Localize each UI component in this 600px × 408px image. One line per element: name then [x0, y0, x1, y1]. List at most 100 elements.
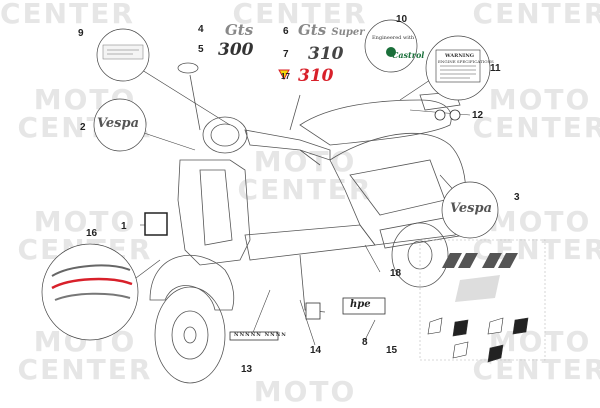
badge-decal-1: [144, 212, 168, 236]
callout-10: 10: [396, 14, 408, 25]
headlight-lens: [210, 123, 240, 147]
flag-decal-15: [487, 344, 504, 363]
watermark-text: MOTO: [488, 83, 592, 116]
handlebar: [244, 129, 331, 161]
front-hub: [183, 326, 197, 344]
stripe-decal-16-red: [51, 277, 133, 290]
floorboard: [244, 224, 376, 261]
headlight: [202, 116, 248, 154]
leader-line-10-11: [399, 79, 431, 101]
model-decal-7: 310: [308, 44, 344, 64]
callout-12: 12: [472, 110, 484, 121]
detail-circle-2: [93, 98, 147, 152]
round-decal-12a: [434, 109, 446, 121]
graphic-stripe: [498, 253, 518, 268]
callout-6: 6: [283, 26, 289, 37]
graphic-stripe: [442, 253, 462, 268]
leader-line-18: [364, 244, 381, 273]
watermark: CENTER: [470, 0, 600, 28]
hpe-text: hpe: [350, 299, 371, 310]
round-decal-12b: [449, 109, 461, 121]
callout-1: 1: [121, 221, 127, 232]
watermark: MOTO CENTER: [10, 208, 160, 264]
highlight-marker-17: [278, 69, 290, 81]
front-wheel: [154, 286, 226, 384]
flag-decal-15: [452, 319, 469, 337]
castrol-tag: Engineered with: [372, 35, 415, 41]
stripe-decal-16: [51, 264, 131, 277]
right-mirror: [289, 94, 301, 131]
watermark: MOTO CENTER: [230, 148, 380, 204]
watermark-text: CENTER: [17, 353, 153, 386]
callout-7: 7: [283, 49, 289, 60]
watermark: MOTO CENTER: [470, 86, 600, 142]
watermark: CENTER: [225, 0, 375, 28]
strip-text-13: NNNNN NNNN: [234, 332, 287, 338]
callout-13: 13: [241, 364, 253, 375]
watermark-text: CENTER: [237, 173, 373, 206]
flag-decal-15: [512, 317, 529, 335]
small-decal-14: [305, 302, 321, 320]
warning-sub: ENGINE SPECIFICATIONS: [438, 59, 494, 64]
flag-decal-15: [487, 317, 504, 335]
watermark-text: CENTER: [472, 111, 600, 144]
callout-14: 14: [310, 345, 322, 356]
strip-decal-13: [229, 331, 279, 341]
callout-5: 5: [198, 44, 204, 55]
handlebar-grip: [299, 149, 321, 166]
callout-17: 17: [281, 72, 290, 81]
graphic-panel: [455, 275, 500, 302]
detail-circle-3: [441, 181, 499, 239]
leader-line-14: [299, 299, 316, 346]
callout-3: 3: [514, 192, 520, 203]
horn-cover: [199, 169, 233, 246]
watermark-text: MOTO: [253, 145, 357, 178]
flag-decal-15: [452, 341, 469, 359]
leader-line-8: [364, 319, 376, 341]
callout-9: 9: [78, 28, 84, 39]
watermark-text: CENTER: [232, 0, 368, 30]
gts-text: Gts: [298, 21, 327, 39]
stripe-decal-16: [54, 292, 131, 301]
front-fender: [149, 255, 235, 311]
castrol-logo: [386, 47, 396, 57]
flag-decal-15: [427, 317, 443, 335]
watermark-text: MOTO: [488, 325, 592, 358]
callout-11: 11: [490, 63, 501, 74]
hpe-decal: [342, 297, 386, 315]
model-decal-17: 310: [298, 66, 334, 86]
super-text: Super: [331, 27, 365, 38]
vespa-decal-3: Vespa: [450, 201, 492, 216]
graphic-panel-18: [419, 239, 546, 361]
left-mirror-head: [177, 62, 199, 74]
gts-decal-4: Gts: [225, 21, 254, 39]
callout-8: 8: [362, 337, 368, 348]
detail-circle-16: [41, 243, 139, 341]
model-decal-5: 300: [218, 40, 254, 60]
watermark-text: MOTO: [33, 205, 137, 238]
detail-circle-10: [364, 19, 418, 73]
callout-18: 18: [390, 268, 402, 279]
graphic-stripe: [482, 253, 502, 268]
rear-wheel: [391, 222, 449, 288]
gts-super-decal-6: Gts Super: [298, 21, 365, 39]
watermark-text: MOTO: [488, 205, 592, 238]
graphic-stripe: [458, 253, 478, 268]
callout-16: 16: [86, 228, 98, 239]
warning-title: WARNING: [445, 53, 475, 59]
castrol-text: Castrol: [392, 50, 425, 60]
front-brake-disc: [171, 310, 209, 360]
label-decal-9: [102, 44, 144, 60]
side-panel: [349, 159, 446, 216]
seat: [299, 99, 452, 146]
body-panel: [329, 132, 467, 246]
vespa-decal-2: Vespa: [97, 116, 139, 131]
left-mirror: [189, 74, 201, 131]
leg-shield: [177, 159, 251, 266]
watermark-text: CENTER: [472, 0, 600, 30]
callout-4: 4: [198, 24, 204, 35]
callout-15: 15: [386, 345, 398, 356]
callout-2: 2: [80, 122, 86, 133]
